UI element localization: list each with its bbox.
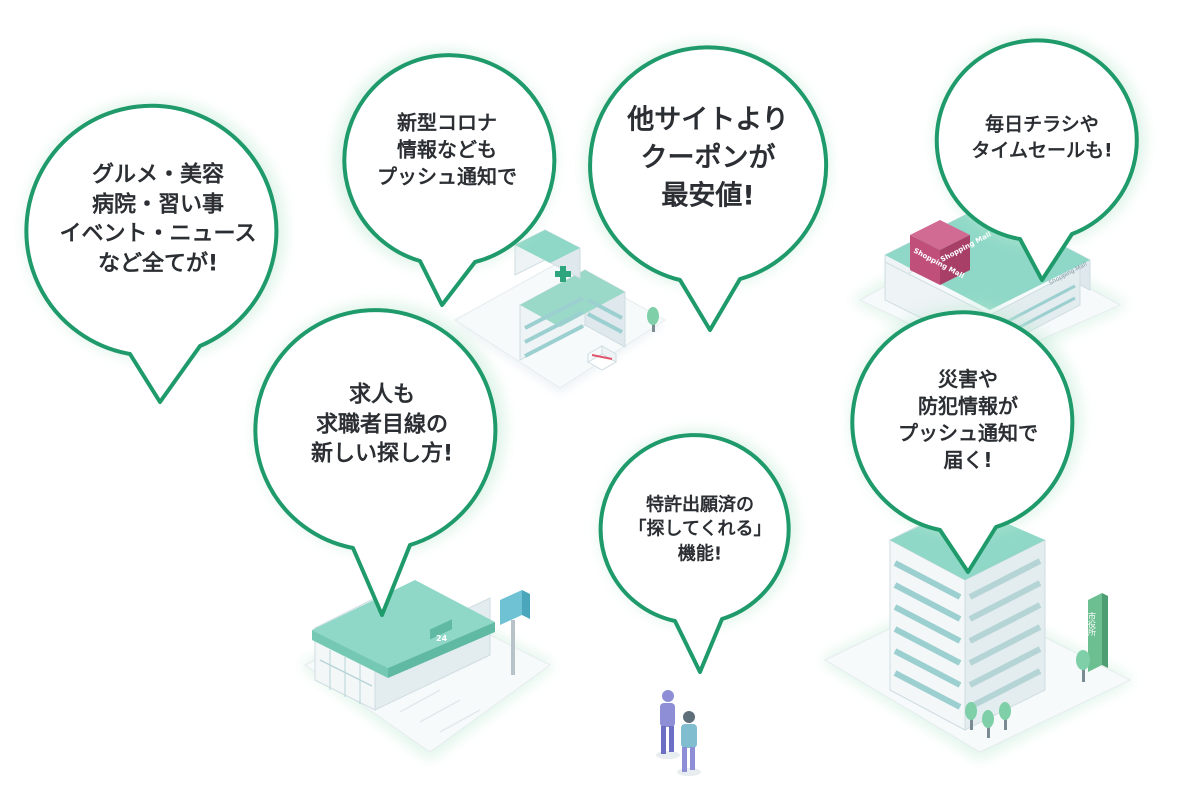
bubble-line: など全てが!: [97, 251, 219, 277]
bubble-line: 届く!: [943, 448, 993, 472]
bubble-text-coupon: 他サイトより クーポンが 最安値!: [627, 101, 788, 214]
speech-bubble: [598, 430, 796, 674]
bubble-text-flyer: 毎日チラシや タイムセールも!: [971, 112, 1112, 163]
city-hall-building: 市役所: [820, 505, 1135, 760]
bubble-text-disaster: 災害や 防犯情報が プッシュ通知で 届く!: [898, 366, 1038, 474]
ambulance-icon: [586, 345, 618, 371]
bubble-line: 求職者目線の: [315, 412, 449, 438]
bubble-text-covid: 新型コロナ 情報なども プッシュ通知で: [377, 110, 517, 191]
people-figures: [656, 690, 701, 776]
bubble-text-jobs: 求人も 求職者目線の 新しい探し方!: [311, 380, 453, 469]
bubble-line: 「探してくれる」: [628, 518, 772, 540]
bubble-line: 他サイトより: [627, 104, 789, 136]
hospital-building: [454, 229, 666, 395]
bubble-line: タイムセールも!: [971, 139, 1113, 161]
bubble-line: 災害や: [938, 367, 998, 391]
tree-icon: [965, 650, 1090, 738]
bubble-line: クーポンが: [640, 142, 776, 174]
store-sign-24: 24: [436, 634, 448, 643]
tree-icon: [647, 307, 659, 332]
speech-bubble: [253, 303, 505, 617]
store-pole-sign: [500, 590, 530, 675]
bubble-line: 機能!: [677, 543, 723, 565]
bubble-line: 最安値!: [661, 179, 755, 211]
speech-bubble: [24, 100, 285, 404]
bubble-line: プッシュ通知で: [377, 164, 517, 189]
bubble-line: 病院・習い事: [91, 192, 224, 218]
city-hall-signboard: [1088, 593, 1108, 672]
bubble-line: グルメ・美容: [91, 162, 224, 188]
bubble-text-gourmet: グルメ・美容 病院・習い事 イベント・ニュース など全てが!: [60, 161, 257, 280]
bubble-line: 特許出願済の: [645, 494, 754, 516]
shopping-mall-sign-cube: [910, 220, 970, 285]
bubble-line: 防犯情報が: [918, 394, 1018, 418]
speech-bubble: [934, 35, 1145, 282]
convenience-store-building: 24: [300, 580, 555, 760]
bubble-line: 新型コロナ: [397, 110, 497, 135]
speech-bubble: [850, 305, 1081, 574]
speech-bubble: [585, 43, 829, 332]
hospital-cross-icon: [555, 266, 571, 282]
bubble-line: 新しい探し方!: [310, 441, 454, 467]
bubble-line: イベント・ニュース: [59, 222, 257, 247]
bubble-text-patent: 特許出願済の 「探してくれる」 機能!: [629, 494, 772, 567]
speech-bubble: [335, 50, 557, 307]
city-hall-sign-label: 市役所: [1088, 611, 1097, 637]
bubble-line: 毎日チラシや: [985, 113, 1099, 136]
city-hall-window-rows: [893, 558, 1042, 710]
bubble-line: 求人も: [348, 382, 416, 408]
bubble-line: プッシュ通知で: [898, 421, 1038, 445]
bubble-line: 情報なども: [397, 137, 497, 162]
